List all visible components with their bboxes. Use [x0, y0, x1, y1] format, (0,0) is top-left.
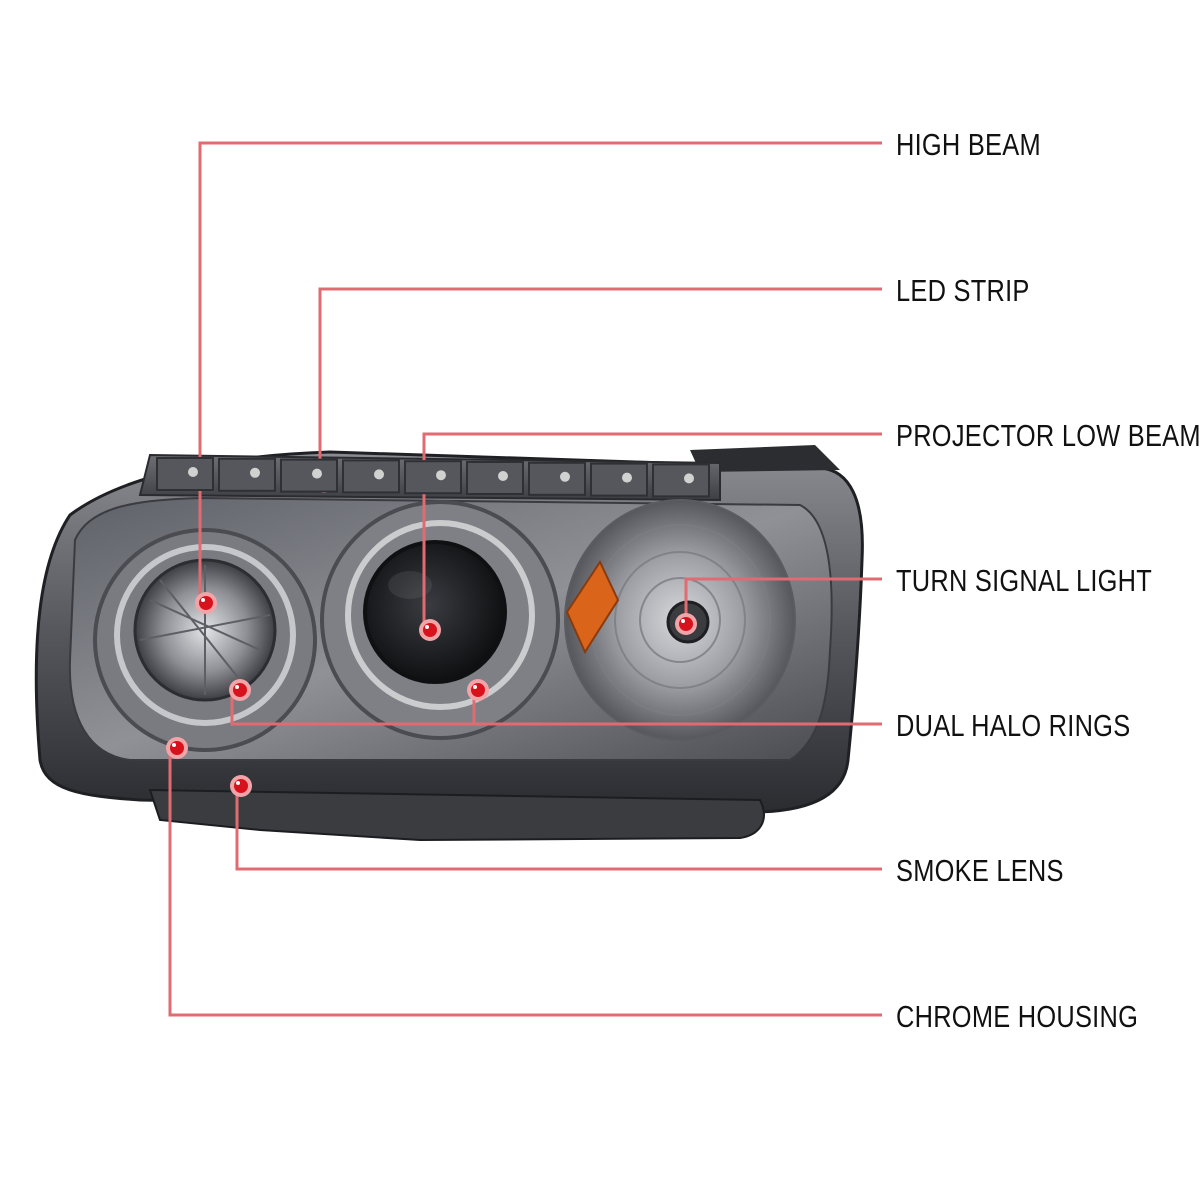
leader-led-strip [318, 287, 882, 482]
amber-marker [565, 559, 620, 655]
callout-dot-icon [195, 592, 217, 614]
label-smoke-lens: SMOKE LENS [896, 853, 1064, 888]
projector-halo [345, 520, 535, 710]
leader-chrome-housing [168, 748, 882, 1017]
projector-lens [363, 540, 507, 684]
callout-dot-icon [229, 679, 251, 701]
label-chrome-housing: CHROME HOUSING [896, 999, 1139, 1034]
callout-dot-icon [166, 737, 188, 759]
leader-turn-signal-light [684, 577, 882, 624]
callout-dot-icon [675, 613, 697, 635]
label-projector-low-beam: PROJECTOR LOW BEAM [896, 418, 1200, 453]
led-diode [188, 467, 198, 477]
bottom-trim [148, 788, 765, 842]
led-diode [250, 467, 260, 478]
led-cell [466, 461, 524, 495]
led-cell [404, 460, 462, 495]
led-diode [374, 469, 384, 480]
led-cell [218, 457, 276, 492]
high-beam-halo [114, 544, 296, 726]
callout-dot-icon [419, 619, 441, 641]
leader-smoke-lens [235, 786, 882, 871]
leader-dual-halo-rings [230, 690, 882, 726]
label-dual-halo-rings: DUAL HALO RINGS [896, 708, 1131, 743]
mounting-tab [690, 445, 840, 472]
label-led-strip: LED STRIP [896, 273, 1030, 308]
led-cell [280, 458, 338, 493]
led-diode [560, 471, 570, 482]
led-cell [652, 463, 710, 498]
callout-dot-icon [467, 679, 489, 701]
led-diode [684, 473, 694, 484]
leader-high-beam [198, 141, 882, 603]
led-cell [342, 459, 400, 494]
led-diodes [156, 457, 710, 498]
led-diode [436, 470, 446, 481]
led-cell [528, 461, 586, 496]
led-cell [590, 462, 648, 497]
led-diode [622, 472, 632, 483]
label-turn-signal-light: TURN SIGNAL LIGHT [896, 563, 1153, 598]
led-diode [312, 468, 322, 479]
label-high-beam: HIGH BEAM [896, 127, 1041, 162]
callout-dot-icon [230, 775, 252, 797]
leader-projector-low-beam [422, 432, 882, 630]
leader-lines [168, 141, 882, 1017]
led-diode [498, 471, 508, 481]
led-cell [156, 457, 214, 491]
